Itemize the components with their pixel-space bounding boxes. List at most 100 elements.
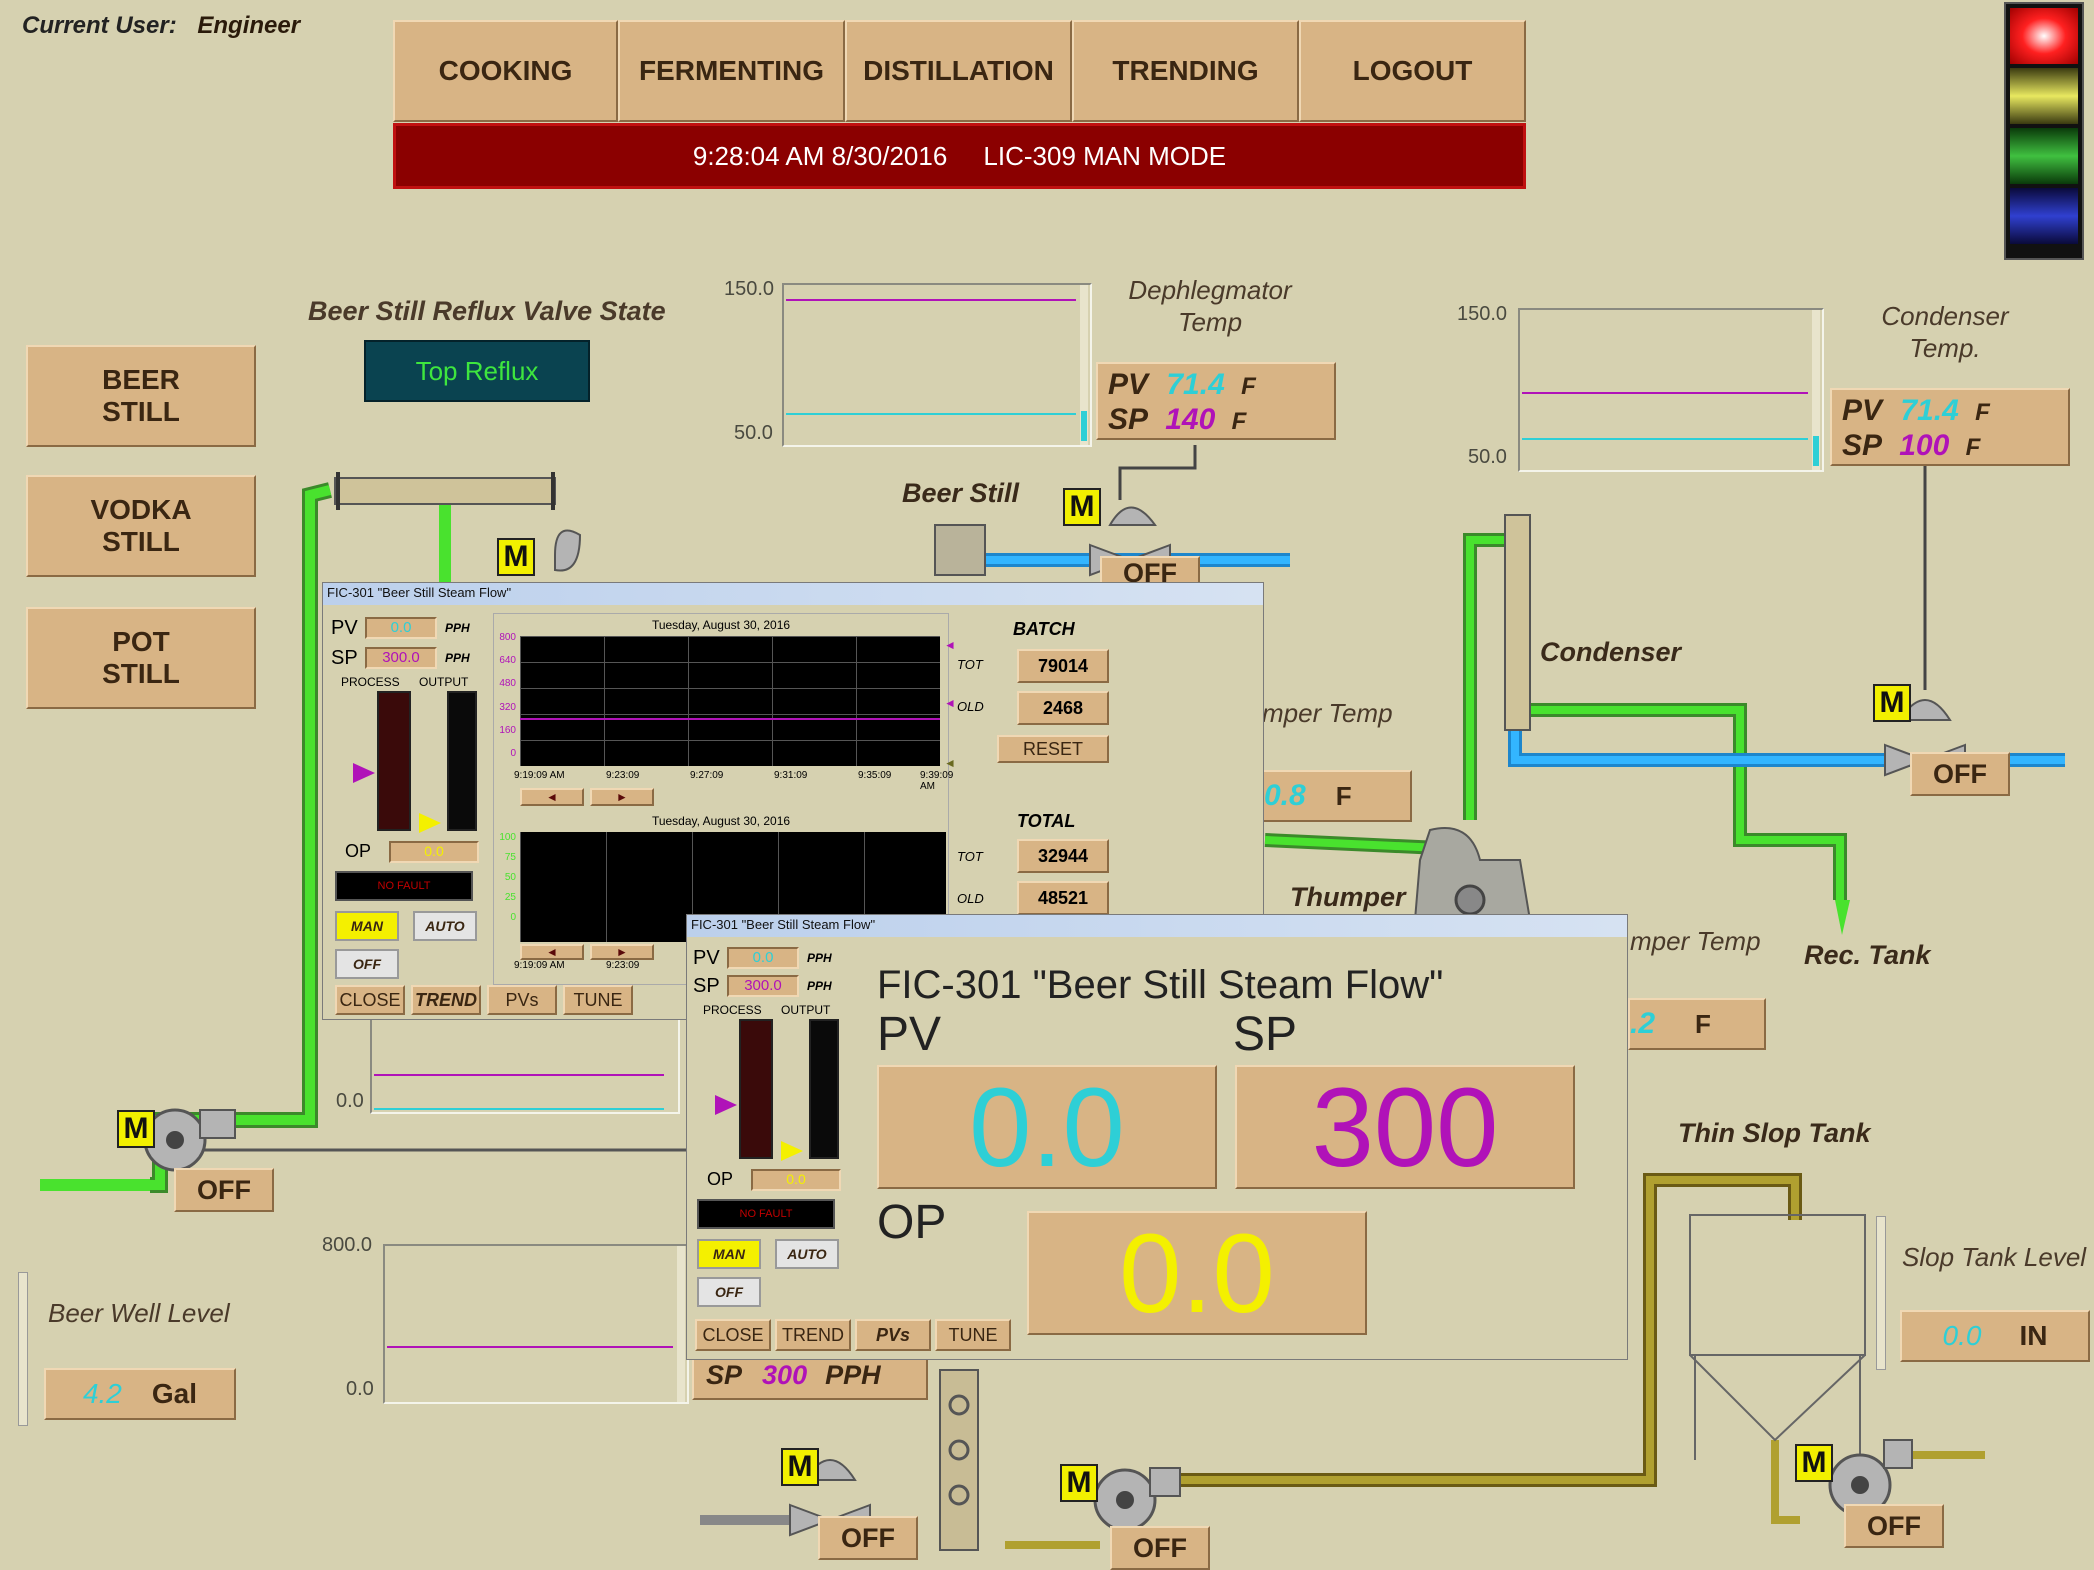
chart1-scroll-right[interactable]: ► — [590, 788, 654, 806]
vodka-still-button[interactable]: VODKA STILL — [26, 475, 256, 577]
off-button[interactable]: OFF — [335, 949, 399, 979]
rec-tank-label: Rec. Tank — [1804, 940, 1931, 970]
nav-bar: COOKING FERMENTING DISTILLATION TRENDING… — [393, 20, 1526, 122]
chart1-x-axis: 9:19:09 AM 9:23:09 9:27:09 9:31:09 9:35:… — [514, 770, 960, 792]
nav-distillation[interactable]: DISTILLATION — [845, 20, 1072, 122]
beer-still-button[interactable]: BEER STILL — [26, 345, 256, 447]
chart2-scroll-left[interactable]: ◄ — [520, 944, 584, 960]
batch-old-value: 2468 — [1017, 691, 1109, 725]
process-sp-marker — [715, 1095, 737, 1115]
output-marker — [419, 813, 441, 833]
chart2-scroll-right[interactable]: ► — [590, 944, 654, 960]
tab-trend[interactable]: TREND — [775, 1319, 851, 1351]
stack-light-yellow — [2010, 68, 2078, 124]
off-button-pump-2[interactable]: OFF — [1110, 1526, 1210, 1570]
dephleg-pv: 71.4 — [1166, 368, 1225, 401]
thumper-temp2-value: .2 — [1630, 1007, 1656, 1040]
chart2-y-tick: 25 — [504, 892, 516, 903]
mid-trend[interactable] — [370, 1010, 680, 1114]
chart2-x-tick: 9:23:09 — [606, 960, 640, 971]
motor-badge-4[interactable]: M — [1873, 684, 1911, 722]
man-button[interactable]: MAN — [697, 1239, 761, 1269]
cond-y-min: 50.0 — [1468, 446, 1507, 468]
dephleg-sp[interactable]: 140 — [1165, 403, 1216, 436]
chart2-y-tick: 0 — [510, 912, 516, 923]
chart1-scroll-left[interactable]: ◄ — [520, 788, 584, 806]
steam-sp-unit: PPH — [825, 1359, 881, 1390]
dephleg-trend[interactable] — [782, 283, 1092, 447]
off-button-valve-bottom[interactable]: OFF — [818, 1516, 918, 1560]
faceplate-trend-title[interactable]: FIC-301 "Beer Still Steam Flow" — [323, 583, 1263, 605]
off-button-valve-condenser[interactable]: OFF — [1910, 752, 2010, 796]
condenser-sp[interactable]: 100 — [1899, 429, 1950, 462]
sp-label: SP — [1842, 429, 1881, 462]
steam-sp-value[interactable]: 300 — [762, 1359, 808, 1390]
chart1-x-tick: 9:31:09 — [774, 770, 808, 781]
faceplate-sp[interactable]: 300.0 — [727, 975, 799, 997]
total-old-value: 48521 — [1017, 881, 1109, 915]
big-op-value[interactable]: 0.0 — [1027, 1211, 1367, 1336]
nav-fermenting[interactable]: FERMENTING — [618, 20, 845, 122]
off-button-pump-1[interactable]: OFF — [174, 1168, 274, 1212]
batch-tot-label: TOT — [957, 657, 983, 672]
stack-light-red — [2010, 8, 2078, 64]
motor-badge-1[interactable]: M — [117, 1110, 155, 1148]
process-bar — [739, 1019, 773, 1159]
faceplate-sp[interactable]: 300.0 — [365, 647, 437, 669]
sp-unit: PPH — [807, 979, 832, 993]
chart1-y-tick: 800 — [499, 632, 516, 643]
off-button-pump-3[interactable]: OFF — [1844, 1504, 1944, 1548]
alarm-banner[interactable]: 9:28:04 AM 8/30/2016 LIC-309 MAN MODE — [393, 123, 1526, 189]
tab-close[interactable]: CLOSE — [335, 985, 405, 1015]
faceplate-pv-title[interactable]: FIC-301 "Beer Still Steam Flow" — [687, 915, 1627, 937]
motor-badge-2[interactable]: M — [497, 538, 535, 576]
process-label: PROCESS — [341, 675, 400, 689]
beer-well-trend[interactable] — [383, 1244, 689, 1404]
chart1-x-tick: 9:39:09 AM — [920, 770, 954, 792]
beer-well-level-unit: Gal — [151, 1378, 198, 1409]
big-sp-value[interactable]: 300 — [1235, 1065, 1575, 1190]
tab-pvs[interactable]: PVs — [855, 1319, 931, 1351]
reset-button[interactable]: RESET — [997, 735, 1109, 763]
tab-trend[interactable]: TREND — [411, 985, 481, 1015]
sp-label: SP — [1108, 403, 1147, 436]
chart2-y-tick: 100 — [499, 832, 516, 843]
tab-tune[interactable]: TUNE — [563, 985, 633, 1015]
motor-badge-6[interactable]: M — [1060, 1464, 1098, 1502]
reflux-valve-title: Beer Still Reflux Valve State — [308, 296, 666, 326]
nav-trending[interactable]: TRENDING — [1072, 20, 1299, 122]
chart2-x-tick: 9:19:09 AM — [514, 960, 565, 971]
faceplate-pv-tabs: CLOSE TREND PVs TUNE — [695, 1319, 1011, 1351]
condenser-trend[interactable] — [1518, 308, 1824, 472]
off-button[interactable]: OFF — [697, 1277, 761, 1307]
stack-light-green — [2010, 128, 2078, 184]
faceplate-op[interactable]: 0.0 — [751, 1169, 841, 1191]
motor-badge-5[interactable]: M — [781, 1448, 819, 1486]
faceplate-pv-window[interactable]: FIC-301 "Beer Still Steam Flow" PV 0.0 P… — [686, 914, 1628, 1360]
total-tot-value: 32944 — [1017, 839, 1109, 873]
faceplate-trend-window[interactable]: FIC-301 "Beer Still Steam Flow" PV 0.0 P… — [322, 582, 1264, 1020]
tab-close[interactable]: CLOSE — [695, 1319, 771, 1351]
motor-badge-3[interactable]: M — [1063, 488, 1101, 526]
motor-badge-7[interactable]: M — [1795, 1444, 1833, 1482]
man-button[interactable]: MAN — [335, 911, 399, 941]
nav-logout[interactable]: LOGOUT — [1299, 20, 1526, 122]
tab-tune[interactable]: TUNE — [935, 1319, 1011, 1351]
reflux-state-indicator[interactable]: Top Reflux — [364, 340, 590, 402]
faceplate-pv: 0.0 — [365, 617, 437, 639]
auto-button[interactable]: AUTO — [775, 1239, 839, 1269]
chart1-plot[interactable] — [520, 636, 940, 766]
auto-button[interactable]: AUTO — [413, 911, 477, 941]
pv-label: PV — [331, 617, 358, 639]
nav-cooking[interactable]: COOKING — [393, 20, 618, 122]
pv-label: PV — [693, 947, 720, 969]
chart1-y-tick: 160 — [499, 725, 516, 736]
fault-indicator: NO FAULT — [335, 871, 473, 901]
faceplate-op[interactable]: 0.0 — [389, 841, 479, 863]
pot-still-button[interactable]: POT STILL — [26, 607, 256, 709]
pv-unit: PPH — [445, 621, 470, 635]
op-label: OP — [345, 841, 372, 861]
tab-pvs[interactable]: PVs — [487, 985, 557, 1015]
big-pv-label: PV — [877, 1008, 942, 1061]
